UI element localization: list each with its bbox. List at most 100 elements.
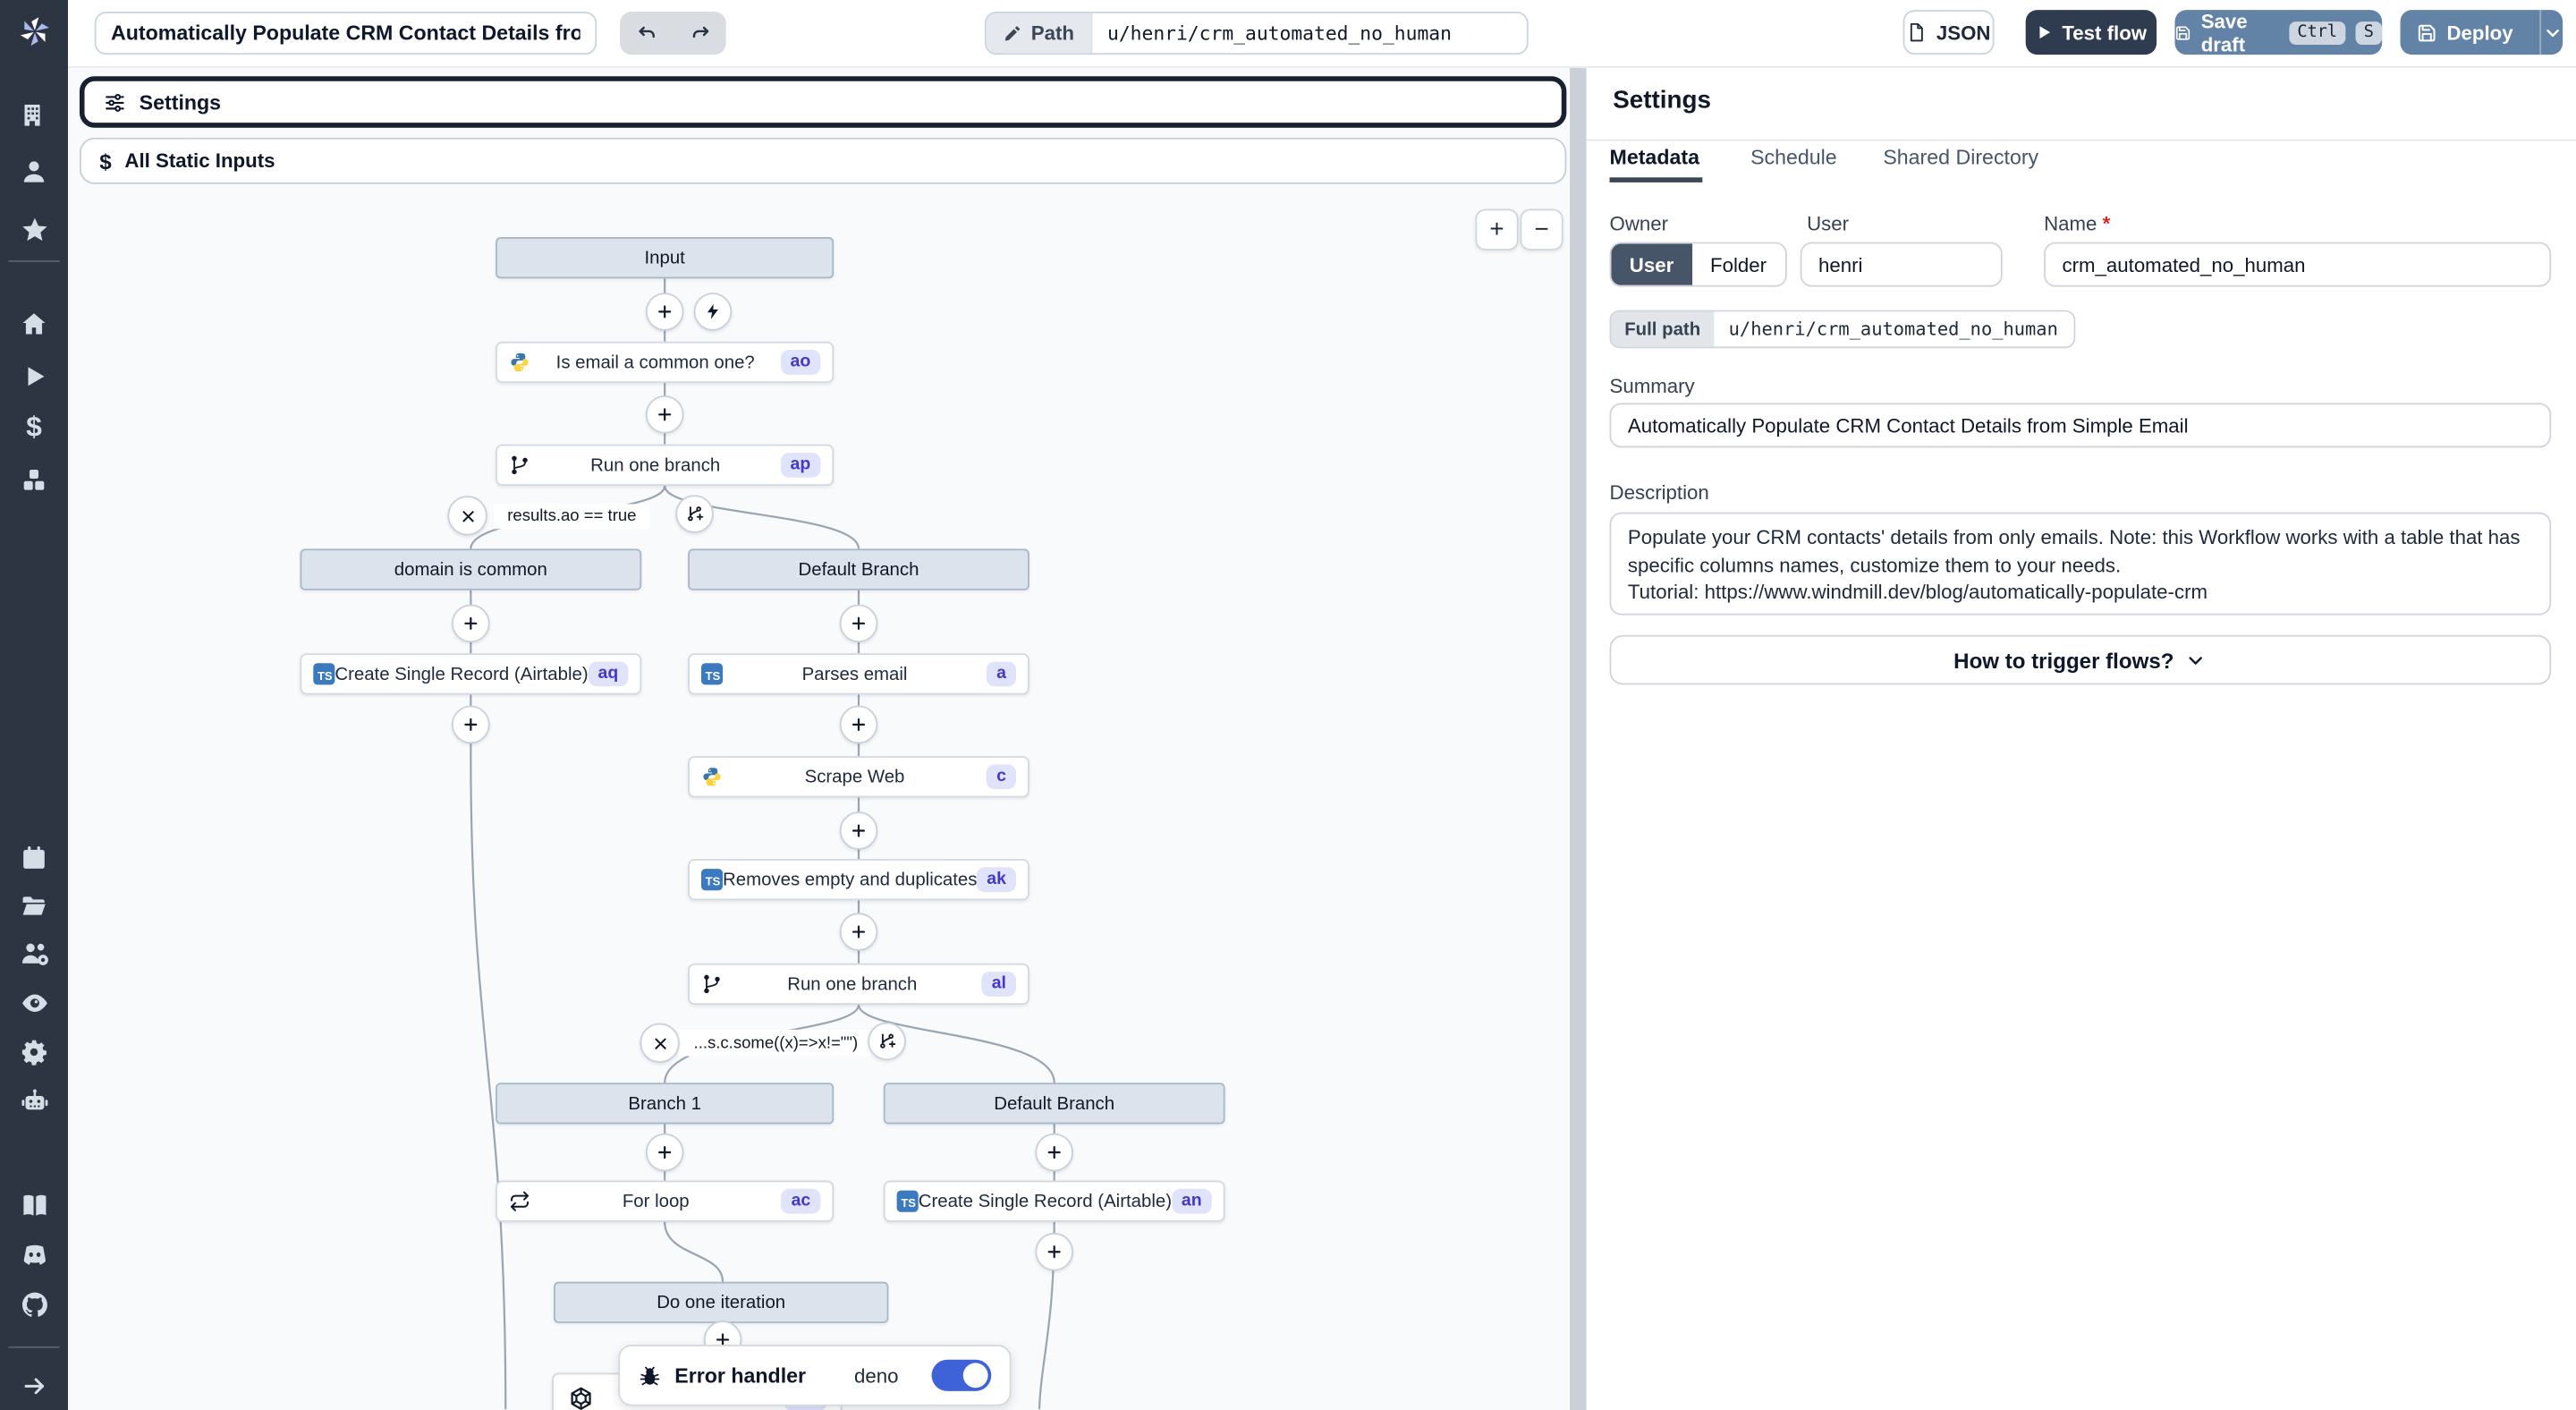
lightning-icon [707, 303, 718, 319]
flow-node-ap[interactable]: Run one branch ap [496, 444, 835, 487]
trigger-bolt-button[interactable] [693, 293, 733, 331]
owner-user-option[interactable]: User [1611, 243, 1692, 285]
flow-node-a[interactable]: TS Parses email a [688, 653, 1030, 695]
sidebar-item-github[interactable] [19, 1290, 48, 1320]
add-step-button[interactable] [839, 705, 878, 744]
branch-condition-label: results.ao == true [494, 504, 650, 530]
test-flow-button[interactable]: Test flow [2025, 10, 2157, 55]
sidebar-item-audit-logs[interactable] [19, 989, 48, 1018]
description-textarea[interactable]: Populate your CRM contacts' details from… [1609, 512, 2552, 616]
user-input[interactable] [1800, 242, 2003, 287]
path-field[interactable]: Path u/henri/crm_automated_no_human [984, 11, 1529, 55]
flow-settings-bar[interactable]: Settings [79, 76, 1567, 128]
deploy-button[interactable]: Deploy [2401, 10, 2530, 55]
sidebar-item-home[interactable] [19, 309, 48, 338]
add-branch-button[interactable] [868, 1022, 906, 1061]
sidebar-item-groups[interactable] [19, 939, 48, 968]
add-step-button[interactable] [645, 293, 684, 331]
undo-redo-group [620, 11, 726, 55]
add-step-button[interactable] [839, 811, 878, 850]
flow-canvas[interactable]: Settings $ All Static Inputs + − Input I… [67, 66, 1571, 1410]
error-handler-label: Error handler [674, 1363, 807, 1388]
flow-node-ac[interactable]: For loop ac [496, 1180, 835, 1222]
flow-node-input[interactable]: Input [496, 237, 835, 279]
sidebar-item-variables[interactable]: $ [19, 412, 48, 441]
how-to-trigger-flows-button[interactable]: How to trigger flows? [1609, 634, 2552, 685]
canvas-scrollbar[interactable] [1570, 66, 1587, 1410]
flow-title-input[interactable] [94, 11, 597, 55]
sidebar-expand-button[interactable] [19, 1372, 48, 1401]
plus-icon [658, 305, 672, 319]
sidebar-item-folders[interactable] [19, 890, 48, 920]
sidebar-item-discord[interactable] [19, 1240, 48, 1270]
add-step-button[interactable] [645, 395, 684, 434]
remove-branch-button[interactable] [640, 1023, 680, 1063]
path-value[interactable]: u/henri/crm_automated_no_human [1090, 13, 1466, 54]
flow-branch-default-1[interactable]: Default Branch [688, 548, 1030, 590]
zoom-out-button[interactable]: − [1520, 208, 1563, 251]
error-handler-card[interactable]: Error handler deno [618, 1345, 1012, 1406]
add-step-button[interactable] [645, 1133, 684, 1172]
add-step-button[interactable] [839, 913, 878, 951]
add-branch-button[interactable] [675, 495, 714, 533]
sidebar-item-user[interactable] [19, 156, 48, 185]
add-step-button[interactable] [452, 604, 490, 643]
sidebar-item-schedules[interactable] [19, 842, 48, 871]
add-step-button[interactable] [839, 604, 878, 643]
error-handler-toggle[interactable] [931, 1359, 992, 1391]
flow-branch-1[interactable]: Branch 1 [496, 1083, 835, 1125]
sidebar-item-ai[interactable] [19, 1086, 48, 1116]
openai-icon [571, 1386, 591, 1409]
flow-branch-iteration[interactable]: Do one iteration [553, 1281, 889, 1323]
sidebar-item-favorites[interactable] [19, 216, 48, 245]
zoom-in-button[interactable]: + [1475, 208, 1519, 251]
windmill-logo[interactable] [16, 13, 53, 50]
flow-node-ao[interactable]: Is email a common one? ao [496, 341, 835, 384]
sidebar-item-workspace[interactable] [19, 99, 48, 129]
building-icon [24, 104, 40, 125]
sidebar-item-resources[interactable] [19, 464, 48, 494]
flow-branch-domain-common[interactable]: domain is common [300, 548, 642, 590]
redo-button[interactable] [676, 15, 723, 52]
node-label: Run one branch [590, 454, 721, 475]
plus-icon [658, 408, 672, 421]
path-label-segment: Path [986, 13, 1091, 54]
toggle-knob [962, 1363, 988, 1389]
save-draft-button[interactable]: Save draft Ctrl S [2174, 9, 2383, 56]
add-step-button[interactable] [1035, 1232, 1073, 1271]
flow-node-al[interactable]: Run one branch al [688, 963, 1030, 1006]
sidebar-item-settings[interactable] [19, 1036, 48, 1066]
pencil-icon [1004, 25, 1021, 40]
deploy-button-group: Deploy [2400, 10, 2563, 55]
flow-node-c[interactable]: Scrape Web c [688, 756, 1030, 798]
static-inputs-bar[interactable]: $ All Static Inputs [79, 137, 1567, 184]
tab-schedule[interactable]: Schedule [1750, 146, 1837, 170]
flow-settings-bar-label: Settings [139, 90, 222, 114]
owner-folder-option[interactable]: Folder [1691, 243, 1785, 285]
deploy-dropdown-button[interactable] [2539, 10, 2563, 55]
remove-branch-button[interactable] [447, 496, 487, 536]
sidebar-item-docs[interactable] [19, 1191, 48, 1220]
node-label: Scrape Web [804, 767, 905, 787]
tab-shared-directory[interactable]: Shared Directory [1883, 146, 2039, 170]
flow-node-an[interactable]: TS Create Single Record (Airtable) an [883, 1180, 1225, 1222]
undo-button[interactable] [623, 15, 670, 52]
flow-branch-default-2[interactable]: Default Branch [883, 1083, 1225, 1125]
plus-icon [1047, 1145, 1061, 1159]
json-button[interactable]: JSON [1902, 10, 1995, 55]
static-inputs-bar-label: All Static Inputs [124, 149, 275, 173]
test-flow-label: Test flow [2062, 21, 2148, 45]
summary-input[interactable] [1609, 403, 2552, 448]
typescript-icon: TS [896, 1190, 919, 1212]
add-step-button[interactable] [1035, 1133, 1073, 1172]
sidebar-item-runs[interactable] [19, 361, 48, 391]
panel-title: Settings [1613, 86, 1711, 115]
node-label: Input [644, 248, 685, 268]
branch-label: Branch 1 [628, 1093, 701, 1114]
flow-node-aq[interactable]: TS Create Single Record (Airtable) aq [300, 653, 642, 695]
name-input[interactable] [2044, 242, 2552, 287]
add-step-button[interactable] [452, 705, 490, 744]
tab-metadata[interactable]: Metadata [1609, 146, 1699, 170]
flow-node-ak[interactable]: TS Removes empty and duplicates ak [688, 858, 1030, 901]
save-draft-label: Save draft [2200, 9, 2248, 56]
